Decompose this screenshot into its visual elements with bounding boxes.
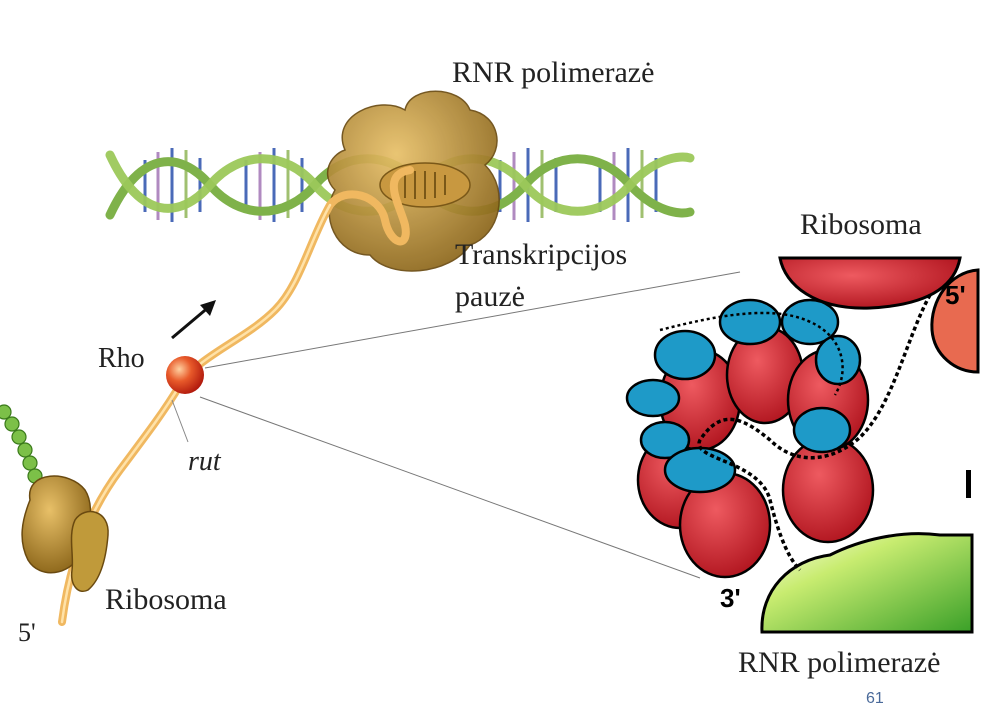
rho-protein-icon — [166, 356, 204, 394]
rho-hexamer — [625, 298, 875, 579]
rut-pointer — [171, 399, 189, 443]
edge-tick — [966, 470, 971, 498]
peptide-chain — [0, 404, 51, 512]
inset-rna-polymerase — [760, 532, 974, 634]
rut-label: rut — [188, 446, 221, 477]
direction-arrow-icon — [171, 300, 216, 340]
ribosome-right-label: Ribosoma — [800, 208, 922, 241]
three-prime-right-label: 3' — [720, 583, 741, 613]
page-number: 61 — [866, 690, 884, 706]
five-prime-right-label: 5' — [945, 280, 966, 310]
zoom-lines — [199, 271, 741, 579]
pause-label: pauzė — [455, 280, 525, 313]
inset-ribosome — [778, 256, 980, 374]
rna-polymerase-bottom-label: RNR polimerazė — [738, 646, 941, 679]
ribosome-left-label: Ribosoma — [105, 583, 227, 616]
transcription-label: Transkripcijos — [455, 238, 628, 271]
rna-polymerase-top-label: RNR polimerazė — [452, 56, 655, 89]
five-prime-left-label: 5' — [18, 618, 36, 647]
ribosome-icon — [21, 475, 109, 592]
rna-dashed-path — [697, 294, 932, 572]
rho-label: Rho — [98, 343, 145, 374]
